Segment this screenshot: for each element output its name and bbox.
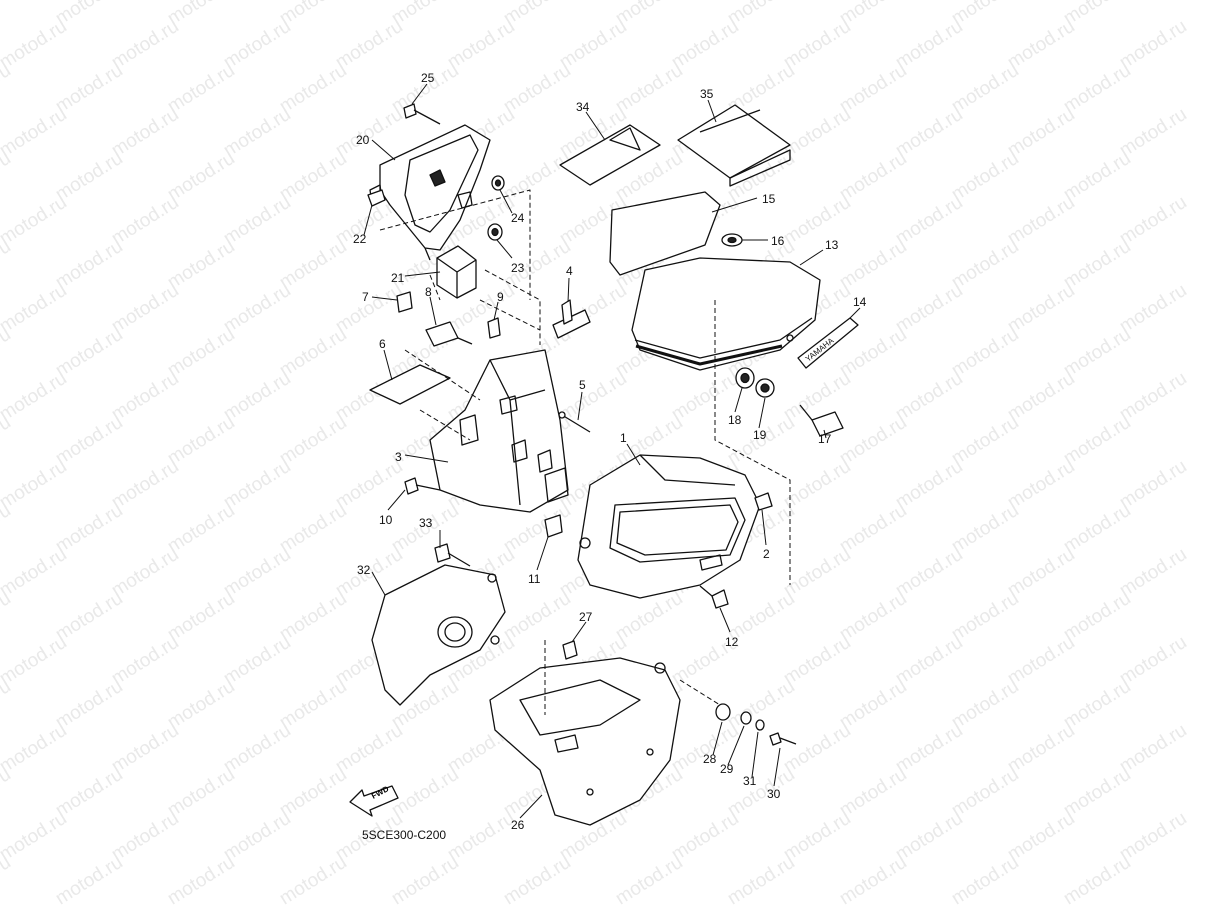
callout-19: 19 bbox=[753, 428, 767, 442]
callout-31: 31 bbox=[743, 774, 757, 788]
part-3-battery-box bbox=[430, 350, 568, 512]
assembly-lines bbox=[380, 190, 790, 715]
fwd-arrow-icon bbox=[350, 786, 398, 816]
callout-12: 12 bbox=[725, 635, 739, 649]
part-7-pad bbox=[397, 292, 412, 312]
callout-30: 30 bbox=[767, 787, 781, 801]
callout-32: 32 bbox=[357, 563, 371, 577]
part-10-bolt bbox=[405, 478, 440, 494]
part-24-grommet bbox=[492, 176, 504, 190]
callout-22: 22 bbox=[353, 232, 367, 246]
part-25-bolt bbox=[404, 104, 440, 124]
callout-34: 34 bbox=[576, 100, 590, 114]
callout-18: 18 bbox=[728, 413, 742, 427]
callout-10: 10 bbox=[379, 513, 393, 527]
leader-lines bbox=[364, 84, 860, 818]
part-34-pouch bbox=[560, 125, 660, 185]
part-16-grommet bbox=[722, 234, 742, 246]
callout-2: 2 bbox=[763, 547, 770, 561]
callout-6: 6 bbox=[379, 337, 386, 351]
callout-23: 23 bbox=[511, 261, 525, 275]
part-15-filter-panel bbox=[610, 192, 720, 275]
callout-24: 24 bbox=[511, 211, 525, 225]
callout-17: 17 bbox=[818, 432, 832, 446]
callout-13: 13 bbox=[825, 238, 839, 252]
part-32-sprocket-cover bbox=[372, 565, 505, 705]
callout-26: 26 bbox=[511, 818, 525, 832]
part-27-bolt bbox=[563, 641, 577, 659]
callout-21: 21 bbox=[391, 271, 405, 285]
part-18-grommet bbox=[736, 368, 754, 388]
part-20-side-cover bbox=[370, 125, 490, 260]
part-11-clip bbox=[545, 515, 562, 537]
part-14-emblem bbox=[798, 318, 858, 368]
part-19-grommet bbox=[756, 379, 774, 397]
callout-15: 15 bbox=[762, 192, 776, 206]
callout-20: 20 bbox=[356, 133, 370, 147]
callout-29: 29 bbox=[720, 762, 734, 776]
part-21-damper bbox=[437, 246, 476, 298]
callout-27: 27 bbox=[579, 610, 593, 624]
part-26-crankcase-cover bbox=[490, 658, 680, 825]
part-35-manual bbox=[678, 105, 790, 186]
callout-1: 1 bbox=[620, 431, 627, 445]
diagram-code: 5SCE300-C200 bbox=[362, 828, 447, 842]
part-2-bolt bbox=[755, 493, 772, 510]
part-33-bolt bbox=[435, 544, 470, 566]
callout-11: 11 bbox=[528, 572, 541, 586]
part-6-plate bbox=[370, 365, 450, 404]
callout-33: 33 bbox=[419, 516, 433, 530]
callout-7: 7 bbox=[362, 290, 369, 304]
part-29-collar bbox=[741, 712, 751, 724]
part-4-bracket bbox=[553, 300, 590, 338]
part-23-grommet bbox=[488, 224, 502, 240]
callout-16: 16 bbox=[771, 234, 785, 248]
callout-35: 35 bbox=[700, 87, 714, 101]
callout-4: 4 bbox=[566, 264, 573, 278]
part-12-bolt bbox=[700, 586, 728, 608]
part-5-screw bbox=[559, 412, 590, 432]
part-22-pin bbox=[368, 190, 385, 206]
callout-8: 8 bbox=[425, 285, 432, 299]
part-9-clip bbox=[488, 318, 500, 338]
part-1-air-box bbox=[578, 455, 760, 598]
part-8-connector bbox=[426, 322, 472, 346]
callout-14: 14 bbox=[853, 295, 867, 309]
part-28-grommet bbox=[716, 704, 730, 720]
callout-3: 3 bbox=[395, 450, 402, 464]
part-13-side-cover bbox=[632, 258, 820, 370]
callout-9: 9 bbox=[497, 290, 504, 304]
callout-25: 25 bbox=[421, 71, 435, 85]
part-17-knob bbox=[800, 405, 843, 436]
part-31-washer bbox=[756, 720, 764, 730]
callout-5: 5 bbox=[579, 378, 586, 392]
callout-28: 28 bbox=[703, 752, 717, 766]
part-30-bolt bbox=[770, 733, 796, 745]
